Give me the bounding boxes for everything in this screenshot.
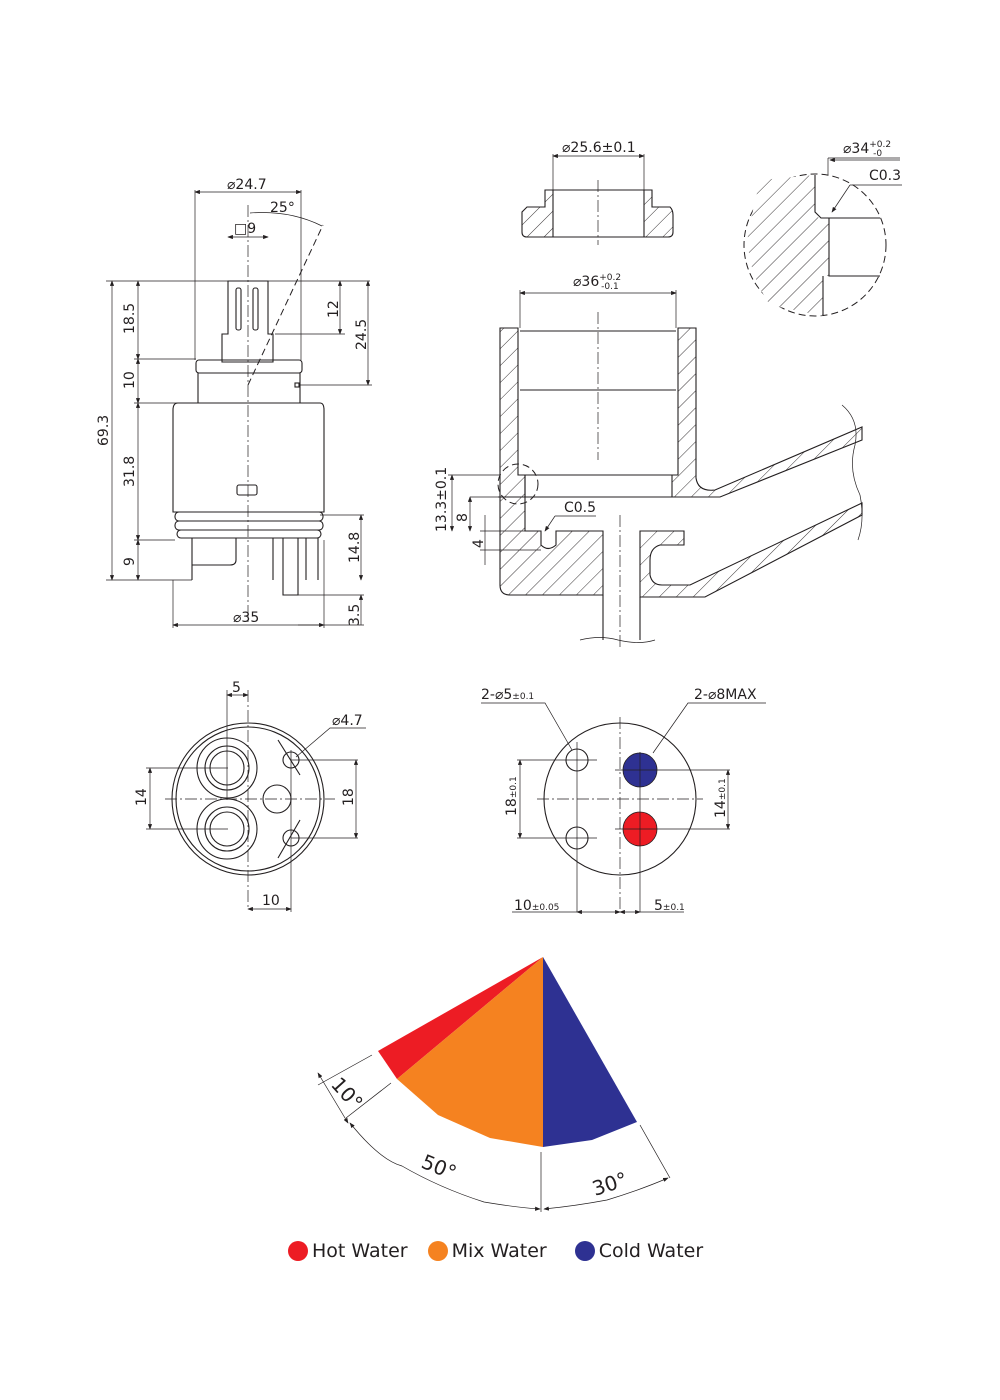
dim-spline-height: 12	[326, 300, 342, 318]
dim-detail-chamfer: C0.3	[869, 168, 901, 184]
label-pin-holes: 2-⌀5±0.1	[481, 687, 534, 703]
dim-square: □9	[234, 221, 256, 237]
hot-sector	[378, 957, 543, 1079]
legend: Hot Water Mix Water Cold Water	[288, 1240, 703, 1262]
dim-offset-bottom: 10	[262, 893, 280, 909]
rotation-diagram: 10° 50° 30°	[317, 957, 671, 1212]
mix-sector	[397, 957, 543, 1147]
dim-pin-hole-spacing: 18±0.1	[504, 776, 520, 816]
dim-total-depth: 13.3±0.1	[434, 467, 450, 532]
cold-sector	[543, 957, 637, 1147]
cold-dot-icon	[574, 1241, 595, 1261]
dim-body-height: 31.8	[122, 456, 138, 487]
dim-seat-depth: 8	[455, 513, 471, 522]
port-layout-view: 18±0.1 14±0.1 10±0.05 5±0.1 2-⌀5±0.1 2-⌀…	[481, 687, 766, 915]
dim-bottom-height: 9	[122, 557, 138, 566]
cartridge-bottom-view: 5 14 18 10 ⌀4.7	[134, 680, 366, 912]
hot-dot-icon	[288, 1241, 308, 1261]
dim-insert-diameter: ⌀25.6±0.1	[562, 140, 636, 156]
hot-angle-label: 10°	[326, 1072, 368, 1114]
mix-dot-icon	[427, 1241, 448, 1261]
dim-stem-height: 18.5	[122, 303, 138, 334]
dim-port-hole-spacing: 14±0.1	[713, 778, 729, 818]
dim-top-to-mark: 24.5	[354, 319, 370, 350]
legend-mix-label: Mix Water	[451, 1240, 547, 1262]
legend-hot-label: Hot Water	[312, 1240, 408, 1262]
dim-total-height: 69.3	[96, 415, 112, 446]
legend-cold: Cold Water	[574, 1240, 704, 1262]
dim-seat-chamfer: C0.5	[564, 500, 596, 516]
dim-top-diameter: ⌀24.7	[227, 177, 267, 193]
dim-port-spacing: 14	[134, 788, 150, 806]
dim-pin-spacing: 18	[341, 788, 357, 806]
mix-angle-label: 50°	[418, 1149, 460, 1185]
legend-cold-label: Cold Water	[598, 1240, 704, 1262]
dim-base-height: 14.8	[347, 532, 363, 563]
housing-section: ⌀25.6±0.1 ⌀34+0.2-0 C0.3 ⌀36+0.2-0.1 13.…	[434, 140, 902, 650]
legend-mix: Mix Water	[427, 1240, 547, 1262]
dim-pin-height: 3.5	[347, 604, 363, 626]
dim-bore-diameter: ⌀36+0.2-0.1	[573, 273, 621, 292]
dim-pin-diameter: ⌀4.7	[332, 713, 363, 729]
cartridge-side-view: ⌀24.7 25° □9 69.3 18.5 10 31.8 9 12 24.5…	[96, 177, 372, 628]
cold-angle-label: 30°	[589, 1167, 630, 1201]
dim-collar-height: 10	[122, 371, 138, 389]
dim-body-diameter: ⌀35	[233, 610, 259, 626]
dim-offset-top: 5	[232, 680, 241, 696]
dim-pin-offset: 10±0.05	[514, 898, 559, 914]
dim-pin-depth: 4	[471, 539, 487, 548]
legend-hot: Hot Water	[288, 1240, 408, 1262]
dim-angle: 25°	[270, 200, 295, 216]
dim-detail-diameter: ⌀34+0.2-0	[843, 140, 891, 159]
dim-port-offset: 5±0.1	[654, 898, 685, 914]
label-ports: 2-⌀8MAX	[694, 687, 757, 703]
